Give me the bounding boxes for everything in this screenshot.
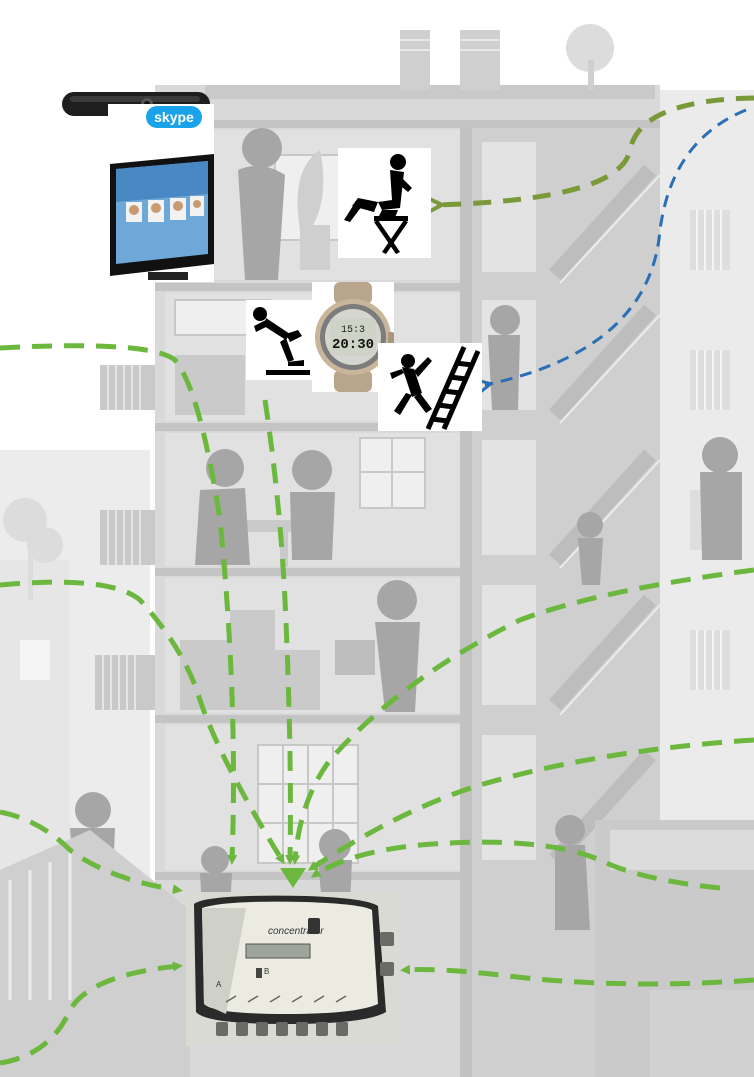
skype-tv: skype — [108, 104, 214, 282]
concentrator-input-arrow — [280, 868, 306, 888]
concentrator-device-icon: concentrator A B — [186, 892, 400, 1046]
watch-time-top: 15:3 — [341, 325, 365, 336]
link-right-lower — [315, 842, 720, 888]
link-right-upper — [295, 570, 754, 860]
watch-time-main: 20:30 — [332, 337, 374, 353]
slot-label-a: A — [216, 980, 222, 989]
skype-tv-icon: skype — [108, 104, 214, 282]
concentrator-device: concentrator A B — [186, 892, 400, 1046]
sitting-person-card — [338, 148, 431, 258]
link-sitting-sensor — [435, 98, 754, 205]
link-right-middle — [312, 740, 754, 868]
link-right-bottom — [405, 970, 754, 984]
link-left-upper — [0, 346, 234, 860]
link-left-lower — [0, 812, 178, 890]
slip-fall-card — [246, 300, 314, 380]
slot-label-b: B — [264, 967, 269, 976]
slip-fall-icon — [246, 300, 314, 380]
sitting-person-icon — [338, 148, 431, 258]
ladder-fall-icon — [378, 343, 482, 431]
link-left-bottom — [0, 966, 178, 1063]
link-ladder-sensor — [485, 110, 746, 385]
skype-logo-text: skype — [154, 109, 194, 125]
ladder-fall-card — [378, 343, 482, 431]
link-center-down — [265, 400, 290, 860]
link-left-middle — [0, 582, 282, 860]
